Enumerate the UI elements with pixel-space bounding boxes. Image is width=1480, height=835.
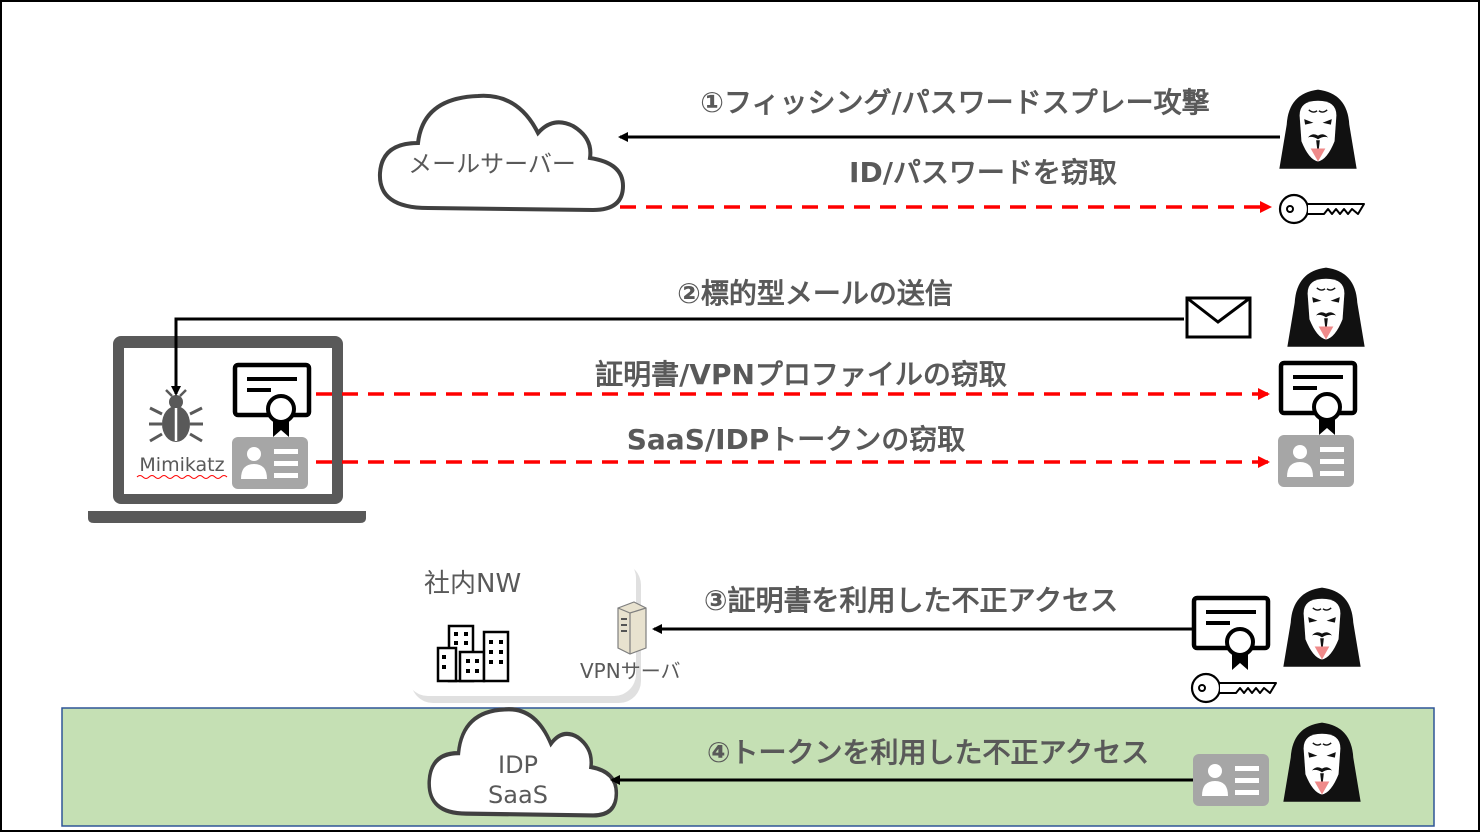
saas-label: SaaS xyxy=(488,781,548,809)
vpn-server-label: VPNサーバ xyxy=(580,659,681,683)
step2-cert-label: 証明書/VPNプロファイルの窃取 xyxy=(595,358,1007,391)
spellcheck-underline xyxy=(136,475,228,479)
hacker-icon xyxy=(1282,586,1362,668)
id-card-icon xyxy=(1278,435,1354,487)
mail-server-cloud: メールサーバー xyxy=(377,93,625,212)
key-icon xyxy=(1190,672,1278,704)
key-icon xyxy=(1278,193,1366,225)
step1-result-label: ID/パスワードを窃取 xyxy=(849,156,1117,189)
hacker-icon xyxy=(1278,88,1358,170)
idp-label: IDP xyxy=(498,751,538,779)
buildings-icon xyxy=(436,624,510,683)
bug-icon xyxy=(149,389,203,443)
step2-attack-arrow xyxy=(171,317,1184,396)
hacker-icon xyxy=(1286,266,1366,348)
id-card-icon xyxy=(1193,754,1269,806)
certificate-icon xyxy=(1194,598,1268,670)
internal-nw-label: 社内NW xyxy=(424,569,521,599)
step2-token-label: SaaS/IDPトークンの窃取 xyxy=(627,423,966,456)
mail-server-label: メールサーバー xyxy=(408,150,576,178)
envelope-icon xyxy=(1185,296,1252,339)
id-card-icon xyxy=(232,437,308,489)
step1-label: ①フィッシング/パスワードスプレー攻撃 xyxy=(700,86,1209,119)
step3-label: ③証明書を利用した不正アクセス xyxy=(704,584,1118,617)
laptop-icon xyxy=(88,336,366,523)
step4-label: ④トークンを利用した不正アクセス xyxy=(707,736,1149,769)
server-icon xyxy=(617,601,647,655)
certificate-icon xyxy=(1281,363,1355,435)
step2-label: ②標的型メールの送信 xyxy=(677,277,953,310)
malware-label: Mimikatz xyxy=(139,454,224,476)
